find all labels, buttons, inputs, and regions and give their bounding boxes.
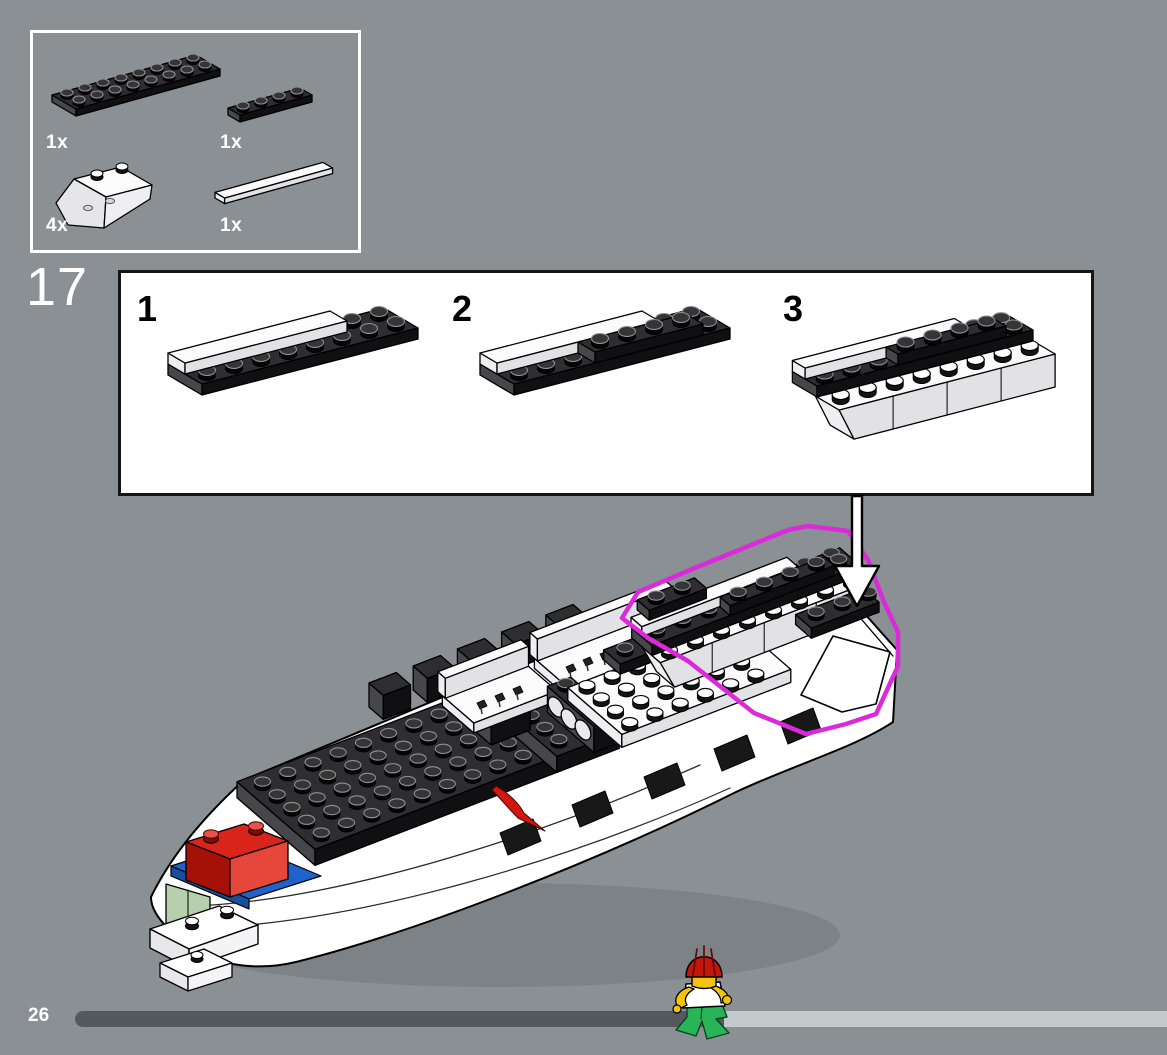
part-count-tile-1x6: 1x (220, 215, 243, 236)
page-number: 26 (28, 1005, 50, 1026)
substep-panel (118, 270, 1094, 496)
substep-number-3: 3 (783, 288, 804, 329)
parts-box (30, 30, 361, 253)
part-count-plate-2x8: 1x (46, 132, 69, 153)
part-count-plate-1x4: 1x (220, 132, 243, 153)
part-count-slope-inverted: 4x (46, 215, 69, 236)
placement-arrow-icon (833, 494, 881, 608)
progress-bar-remaining (724, 1011, 1167, 1027)
substep-number-1: 1 (137, 288, 158, 329)
boat-model-illustration (149, 523, 901, 992)
substep-number-2: 2 (452, 288, 473, 329)
step-number: 17 (26, 257, 89, 317)
progress-bar-filled (75, 1011, 724, 1027)
